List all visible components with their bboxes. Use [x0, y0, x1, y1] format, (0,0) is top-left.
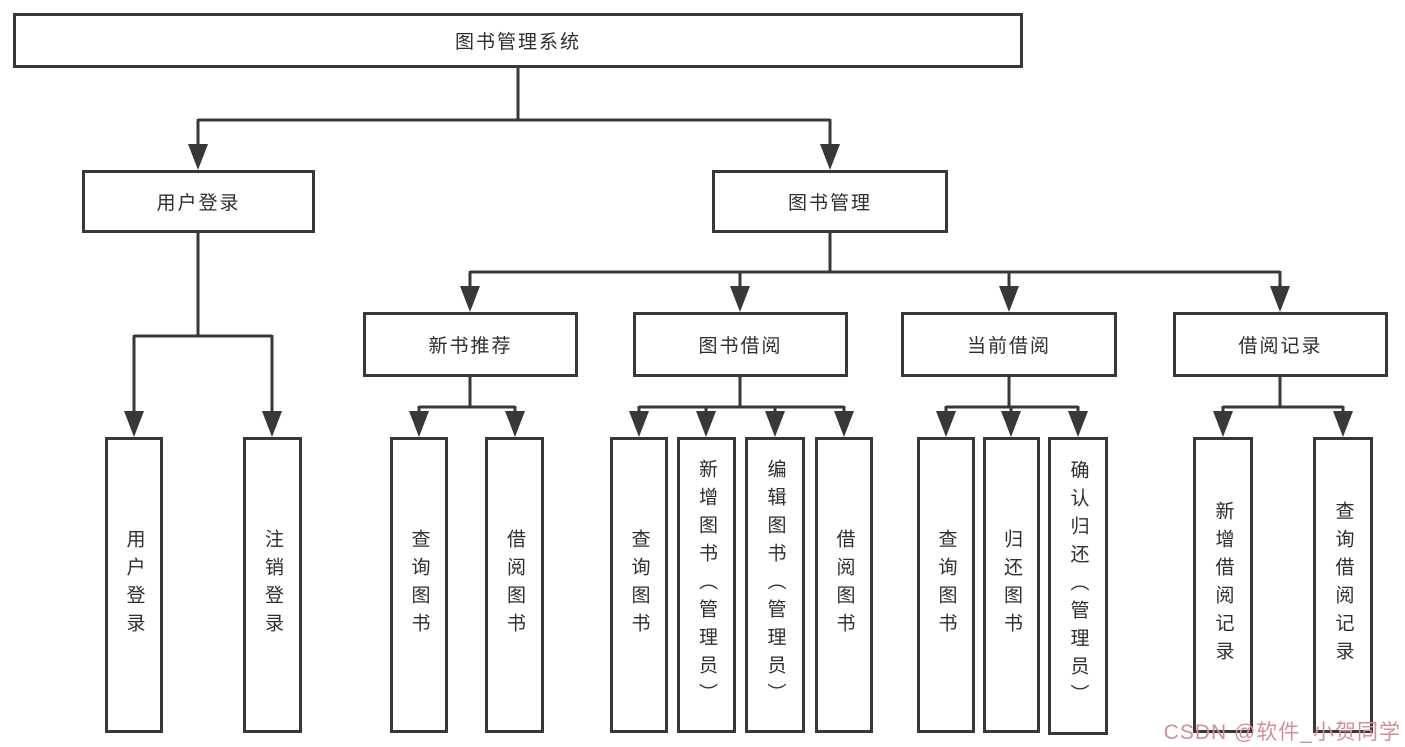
leaf-edit-book-admin: 编辑图书（管理员） — [745, 437, 805, 733]
leaf-label: 借阅图书 — [504, 529, 525, 641]
leaf-borrow-books: 借阅图书 — [815, 437, 873, 733]
leaf-label: 编辑图书（管理员） — [764, 459, 786, 711]
node-user-login: 用户登录 — [82, 170, 315, 233]
node-book-management: 图书管理 — [712, 170, 948, 233]
csdn-watermark: CSDN @软件_小贺同学 — [1163, 721, 1401, 744]
node-label: 用户登录 — [156, 193, 241, 214]
leaf-label: 新增图书（管理员） — [696, 459, 717, 711]
node-label: 当前借阅 — [966, 336, 1051, 357]
node-label: 图书借阅 — [698, 336, 783, 357]
node-label: 新书推荐 — [428, 336, 513, 357]
node-label: 图书管理系统 — [454, 32, 581, 53]
node-new-book-recommend: 新书推荐 — [363, 312, 578, 377]
leaf-label: 查询图书 — [935, 529, 957, 641]
leaf-user-login: 用户登录 — [105, 437, 163, 733]
arrowheads — [124, 144, 1353, 437]
leaf-borrow-books-recommend: 借阅图书 — [485, 437, 544, 733]
leaf-add-borrow-record: 新增借阅记录 — [1193, 437, 1253, 733]
node-current-borrow: 当前借阅 — [901, 312, 1117, 377]
leaf-label: 查询图书 — [408, 529, 430, 641]
leaf-query-books-borrow: 查询图书 — [610, 437, 668, 733]
leaf-logout: 注销登录 — [243, 437, 302, 733]
leaf-label: 查询借阅记录 — [1332, 501, 1354, 669]
leaf-label: 查询图书 — [628, 529, 650, 641]
leaf-label: 归还图书 — [1001, 529, 1022, 641]
leaf-confirm-return-admin: 确认归还（管理员） — [1048, 437, 1108, 735]
node-library-management-system: 图书管理系统 — [13, 13, 1023, 68]
node-label: 图书管理 — [787, 193, 872, 214]
leaf-query-books-recommend: 查询图书 — [390, 437, 448, 733]
leaf-label: 确认归还（管理员） — [1067, 460, 1089, 712]
leaf-label: 新增借阅记录 — [1212, 501, 1234, 669]
leaf-query-borrow-record: 查询借阅记录 — [1313, 437, 1373, 733]
leaf-label: 用户登录 — [123, 529, 145, 641]
leaf-return-books: 归还图书 — [983, 437, 1040, 733]
leaf-add-book-admin: 新增图书（管理员） — [677, 437, 736, 733]
leaf-label: 借阅图书 — [833, 529, 855, 641]
node-book-borrow: 图书借阅 — [633, 312, 848, 377]
leaf-label: 注销登录 — [262, 529, 283, 641]
leaf-query-books-current: 查询图书 — [917, 437, 975, 733]
node-label: 借阅记录 — [1238, 336, 1323, 357]
node-borrow-records: 借阅记录 — [1173, 312, 1388, 377]
